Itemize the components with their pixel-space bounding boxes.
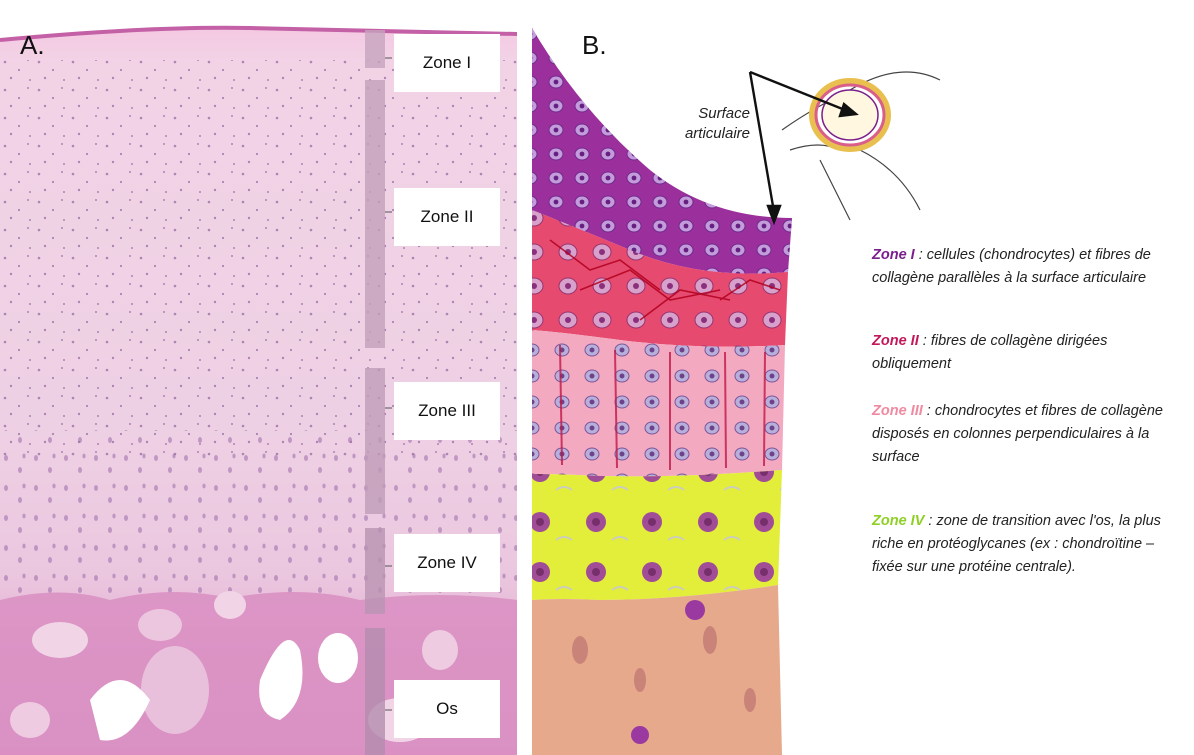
panel-b-label: B.	[582, 30, 607, 61]
zone-label-4: Zone IV	[394, 534, 500, 592]
legend-zone-3: Zone III : chondrocytes et fibres de col…	[872, 400, 1188, 469]
zone-label-2: Zone II	[394, 188, 500, 246]
legend-zone-1-title: Zone I	[872, 247, 915, 263]
legend-zone-4: Zone IV : zone de transition avec l'os, …	[872, 510, 1188, 579]
panel-b-illustration	[520, 0, 1194, 755]
surface-label-line-1: Surface	[640, 104, 750, 124]
legend-zone-2: Zone II : fibres de collagène dirigées o…	[872, 330, 1188, 376]
cartilage-illustration	[520, 0, 1194, 755]
legend-zone-3-title: Zone III	[872, 403, 923, 419]
histology-image	[0, 0, 517, 755]
surface-articulaire-label: Surface articulaire	[640, 104, 750, 144]
zone-label-3: Zone III	[394, 382, 500, 440]
panel-a-label: A.	[20, 30, 45, 61]
zone-label-bone: Os	[394, 680, 500, 738]
legend-zone-2-title: Zone II	[872, 333, 919, 349]
legend-zone-1: Zone I : cellules (chondrocytes) et fibr…	[872, 244, 1188, 290]
legend-zone-1-text: : cellules (chondrocytes) et fibres de c…	[872, 247, 1151, 286]
panel-a-histology	[0, 0, 517, 755]
surface-label-line-2: articulaire	[640, 124, 750, 144]
zone-label-1: Zone I	[394, 34, 500, 92]
legend-zone-4-title: Zone IV	[872, 513, 924, 529]
